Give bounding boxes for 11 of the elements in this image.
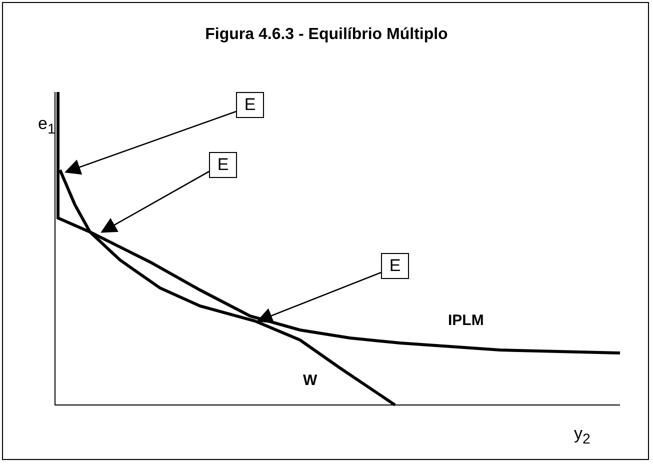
arrow (256, 272, 382, 324)
chart-title: Figura 4.6.3 - Equilíbrio Múltiplo (204, 26, 449, 44)
axis-label: y$_{2}$ (574, 424, 590, 448)
arrow (64, 110, 236, 175)
curve-label: IPLM (448, 312, 484, 329)
label-box: E (209, 152, 237, 178)
arrow (100, 170, 210, 233)
axis-label: e$_{1}$ (38, 114, 56, 138)
label-box: E (381, 253, 409, 279)
curve-label: W (303, 372, 318, 389)
label-box: E (236, 92, 264, 118)
